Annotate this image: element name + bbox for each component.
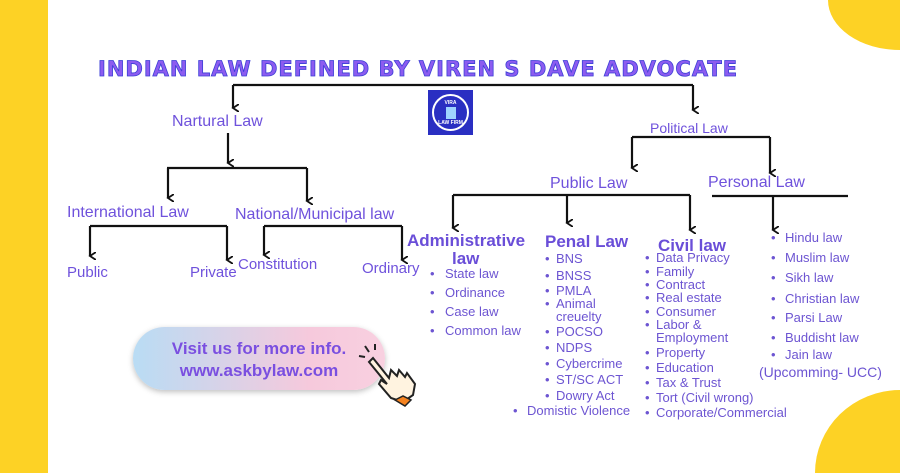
cta-line-1: Visit us for more info. xyxy=(171,339,347,358)
bullet-icon: • xyxy=(771,291,776,306)
book-icon xyxy=(445,106,456,119)
public-law-node: Public Law xyxy=(550,175,628,192)
civil-law-list-item: Education xyxy=(656,360,714,375)
bullet-icon: • xyxy=(545,372,550,387)
personal-law-list-item: Hindu law xyxy=(785,230,843,245)
civil-law-list-item: Tort (Civil wrong) xyxy=(656,390,754,405)
personal-law-list-item: Jain law xyxy=(785,347,832,362)
bullet-icon: • xyxy=(771,330,776,345)
logo-text-bottom: LAW FIRM xyxy=(438,119,463,126)
bullet-icon: • xyxy=(771,270,776,285)
ordinary-node: Ordinary xyxy=(362,260,420,277)
personal-law-list-item: Sikh law xyxy=(785,270,834,285)
bullet-icon: • xyxy=(430,304,435,319)
bullet-icon: • xyxy=(545,283,550,298)
personal-law-list-item: Muslim law xyxy=(785,250,850,265)
political-law-node: Political Law xyxy=(650,120,728,136)
personal-law-list-item: Christian law xyxy=(785,291,860,306)
administrative-law-list-item: State law xyxy=(445,266,499,281)
civil-law-list-item: Family xyxy=(656,264,695,279)
civil-law-heading: Civil law xyxy=(658,236,727,255)
national-law-node: National/Municipal law xyxy=(235,206,395,223)
pointing-hand-icon xyxy=(358,344,417,407)
bullet-icon: • xyxy=(430,323,435,338)
bullet-icon: • xyxy=(645,405,650,420)
penal-law-list-item: Animal xyxy=(556,296,596,311)
personal-law-list-item: Buddisht law xyxy=(785,330,859,345)
bullet-icon: • xyxy=(430,285,435,300)
bullet-icon: • xyxy=(545,268,550,283)
bullet-icon: • xyxy=(645,390,650,405)
penal-law-list-item: Cybercrime xyxy=(556,356,623,371)
administrative-law-list-item: Ordinance xyxy=(445,285,505,300)
bullet-icon: • xyxy=(545,296,550,311)
personal-law-node: Personal Law xyxy=(708,174,805,191)
civil-law-list-item: Data Privacy xyxy=(656,250,730,265)
civil-law-list-item: Contract xyxy=(656,277,706,292)
civil-law-list-item: Real estate xyxy=(656,290,722,305)
administrative-law-list-item: Case law xyxy=(445,304,499,319)
penal-law-list-item: ST/SC ACT xyxy=(556,372,624,387)
penal-law-list-item: NDPS xyxy=(556,340,593,355)
penal-law-list-item: POCSO xyxy=(556,324,603,339)
bullet-icon: • xyxy=(771,230,776,245)
bullet-icon: • xyxy=(645,317,650,332)
bullet-icon: • xyxy=(771,347,776,362)
cta-website-link[interactable]: www.askbylaw.com xyxy=(179,361,339,380)
international-law-node: International Law xyxy=(67,204,189,221)
civil-law-list-item: Property xyxy=(656,345,706,360)
civil-law-list-item: Labor & xyxy=(656,317,702,332)
administrative-law-heading: Administrative xyxy=(407,231,526,250)
bullet-icon: • xyxy=(645,277,650,292)
yellow-side-bar xyxy=(0,0,48,473)
penal-law-heading: Penal Law xyxy=(545,232,629,251)
natural-law-node: Nartural Law xyxy=(172,113,263,130)
bullet-icon: • xyxy=(513,403,518,418)
civil-law-list-item: Employment xyxy=(656,330,729,345)
vira-law-firm-logo: VIRA LAW FIRM xyxy=(428,90,473,135)
civil-law-list-item: Tax & Trust xyxy=(656,375,722,390)
bullet-icon: • xyxy=(545,324,550,339)
personal-law-list-item: Parsi Law xyxy=(785,310,843,325)
personal-law-note: (Upcomming- UCC) xyxy=(759,364,882,380)
penal-law-list-item: Domistic Violence xyxy=(527,403,631,418)
page-title: Indian Law Defined by Viren S Dave Advoc… xyxy=(98,57,739,82)
administrative-law-list-item: Common law xyxy=(445,323,521,338)
public-intl-node: Public xyxy=(67,264,108,281)
bullet-icon: • xyxy=(645,250,650,265)
civil-law-list-item: Corporate/Commercial xyxy=(656,405,787,420)
bullet-icon: • xyxy=(771,250,776,265)
bullet-icon: • xyxy=(430,266,435,281)
bullet-icon: • xyxy=(545,388,550,403)
bullet-icon: • xyxy=(645,264,650,279)
bullet-icon: • xyxy=(545,340,550,355)
bullet-icon: • xyxy=(545,251,550,266)
penal-law-list-item: BNS xyxy=(556,251,583,266)
penal-law-list-item: PMLA xyxy=(556,283,592,298)
bullet-icon: • xyxy=(645,375,650,390)
visit-website-button[interactable]: Visit us for more info. www.askbylaw.com xyxy=(133,327,385,390)
private-intl-node: Private xyxy=(190,264,237,281)
civil-law-list-item: Consumer xyxy=(656,304,716,319)
bullet-icon: • xyxy=(645,290,650,305)
constitution-node: Constitution xyxy=(238,256,318,273)
bullet-icon: • xyxy=(545,356,550,371)
bullet-icon: • xyxy=(645,345,650,360)
administrative-law-heading-2: law xyxy=(452,249,480,268)
bullet-icon: • xyxy=(645,304,650,319)
penal-law-list-item: creuelty xyxy=(556,309,602,324)
bullet-icon: • xyxy=(645,360,650,375)
penal-law-list-item: Dowry Act xyxy=(556,388,615,403)
penal-law-list-item: BNSS xyxy=(556,268,592,283)
logo-text-top: VIRA xyxy=(444,99,457,106)
bullet-icon: • xyxy=(771,310,776,325)
